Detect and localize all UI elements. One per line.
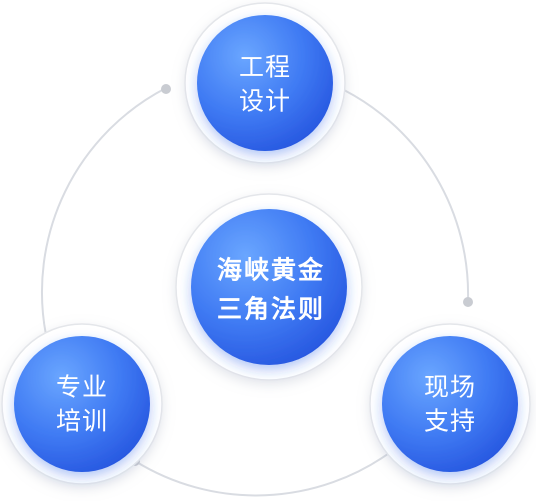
connector-ring (41, 87, 470, 497)
node-label-line1: 现场 (424, 373, 476, 402)
arc-top-to-right (343, 89, 470, 301)
node-professional-training: 专业 培训 (1, 323, 163, 485)
dot-right (463, 297, 473, 307)
node-label-line1: 专业 (56, 373, 108, 402)
node-engineering-design: 工程 设计 (184, 2, 346, 164)
node-label-line2: 设计 (239, 87, 291, 116)
center-label-line2: 三角法则 (217, 295, 325, 324)
node-center: 海峡黄金 三角法则 (175, 193, 363, 381)
node-label-line1: 工程 (239, 53, 291, 82)
node-disc (382, 336, 518, 472)
arc-left-to-top (41, 87, 167, 336)
node-onsite-support: 现场 支持 (369, 323, 531, 485)
center-label-line1: 海峡黄金 (217, 256, 325, 285)
node-disc (14, 336, 150, 472)
dot-top-left (161, 84, 171, 94)
node-disc (197, 15, 333, 151)
node-label-line2: 培训 (56, 407, 108, 436)
arc-right-to-left (134, 450, 393, 497)
node-label-line2: 支持 (424, 407, 476, 436)
node-disc (191, 209, 347, 365)
